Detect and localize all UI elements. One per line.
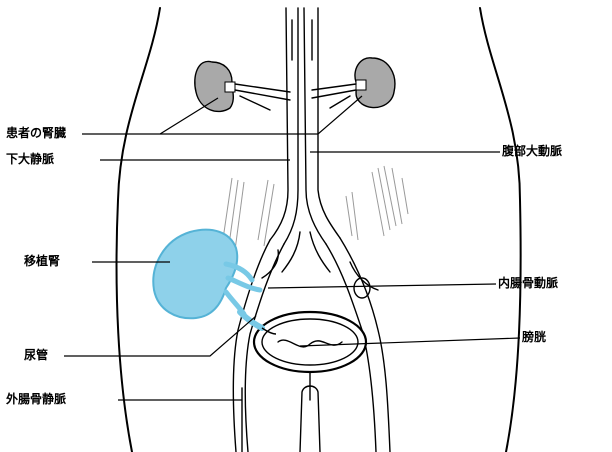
label-abdominal-aorta: 腹部大動脈 [502, 144, 562, 158]
internal-iliac-branches [282, 232, 330, 272]
label-ureter: 尿管 [24, 348, 48, 362]
muscle-hatching [222, 166, 408, 258]
label-external-iliac-vein: 外腸骨静脈 [6, 392, 66, 406]
label-transplanted-kidney: 移植腎 [24, 254, 60, 268]
transplanted-kidney-shape [153, 230, 276, 334]
label-internal-iliac-artery: 内腸骨動脈 [498, 276, 558, 290]
great-vessels [270, 8, 340, 244]
patient-kidney-right [355, 58, 395, 108]
label-bladder: 膀胱 [522, 330, 546, 344]
label-patient-kidney: 患者の腎臓 [6, 126, 66, 140]
patient-kidney-left [195, 61, 235, 111]
renal-vessels [235, 84, 356, 110]
label-inferior-vena-cava: 下大静脈 [6, 152, 54, 166]
